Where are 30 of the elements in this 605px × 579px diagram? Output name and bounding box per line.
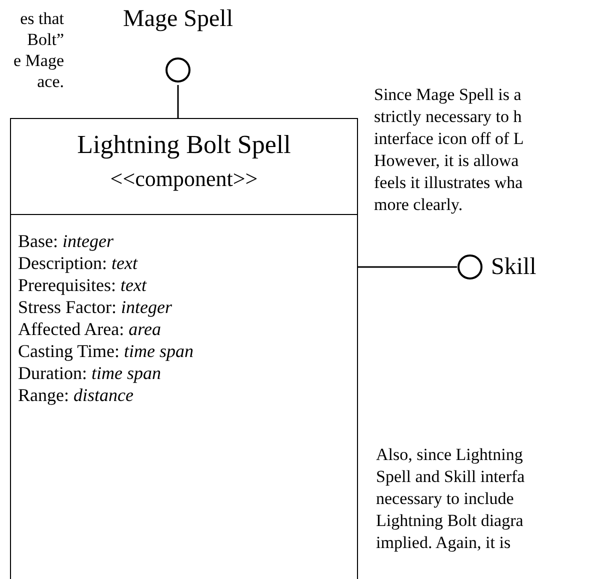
attribute-text: Range: distance: [18, 384, 134, 406]
note-text: However, it is allowa: [374, 150, 519, 171]
note-text: more clearly.: [374, 194, 463, 215]
note-text: es that: [20, 8, 64, 29]
note-text: necessary to include: [376, 488, 514, 509]
attribute-text: Casting Time: time span: [18, 340, 194, 362]
stereotype-text: <<component>>: [110, 165, 258, 193]
note-text: Spell and Skill interfa: [376, 466, 525, 487]
note-text: Also, since Lightning: [376, 444, 523, 465]
attribute-text: Description: text: [18, 252, 138, 274]
note-text: Since Mage Spell is a: [374, 84, 522, 105]
note-text: Bolt”: [27, 29, 64, 50]
note-text: ace.: [37, 71, 64, 92]
attribute-text: Affected Area: area: [18, 318, 161, 340]
note-text: e Mage: [13, 50, 64, 71]
note-text: interface icon off of L: [374, 128, 524, 149]
attribute-text: Stress Factor: integer: [18, 296, 172, 318]
interface-name: Skill: [491, 253, 536, 282]
note-text: strictly necessary to h: [374, 106, 522, 127]
note-text: Lightning Bolt diagra: [376, 510, 524, 531]
attribute-text: Duration: time span: [18, 362, 161, 384]
component-box: [10, 118, 358, 579]
component-name: Lightning Bolt Spell: [77, 129, 291, 161]
connector-line: [358, 266, 457, 268]
connector-line: [177, 85, 179, 118]
attribute-text: Prerequisites: text: [18, 274, 146, 296]
note-text: implied. Again, it is: [376, 532, 511, 553]
attribute-text: Base: integer: [18, 230, 114, 252]
note-text: feels it illustrates wha: [374, 172, 523, 193]
interface-name: Mage Spell: [123, 5, 233, 34]
